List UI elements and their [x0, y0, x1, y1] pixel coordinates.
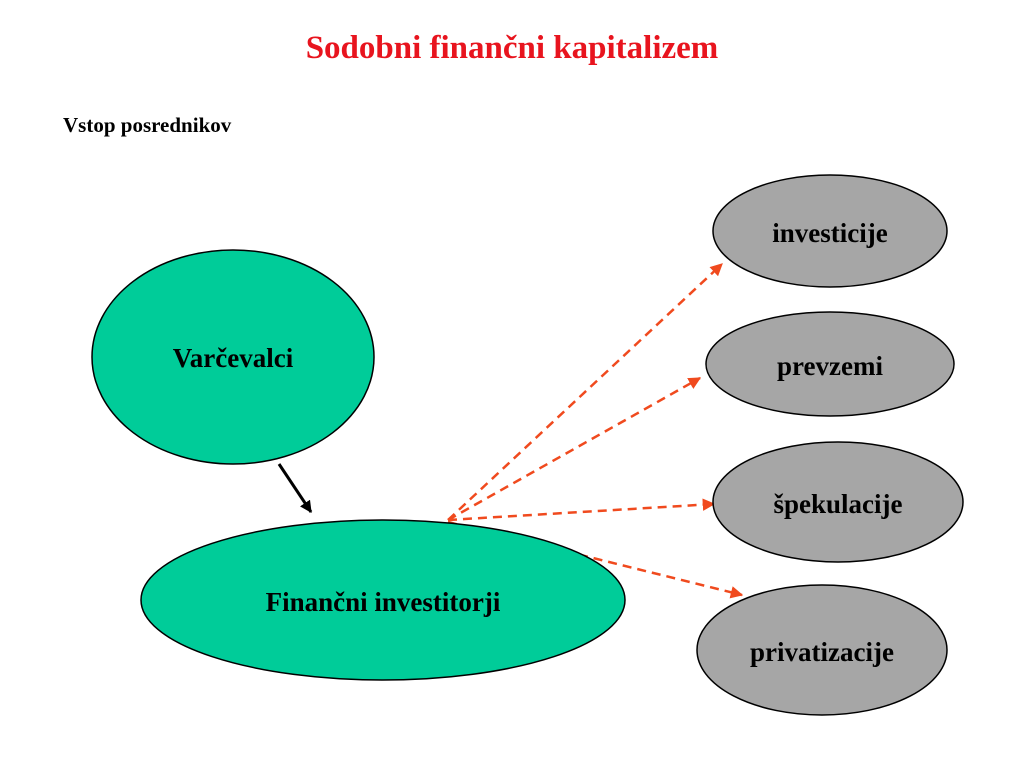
arrow-to-investments — [447, 263, 723, 521]
node-savers: Varčevalci — [91, 249, 375, 465]
arrow-to-takeovers — [447, 376, 702, 522]
arrow-savers-to-investors — [277, 463, 313, 513]
slide-title: Sodobni finančni kapitalizem — [305, 30, 719, 66]
node-investments-label: investicije — [772, 218, 887, 248]
node-speculation: špekulacije — [712, 441, 964, 563]
node-investors: Finančni investitorji — [140, 519, 626, 681]
node-speculation-label: špekulacije — [773, 489, 902, 519]
node-investors-label: Finančni investitorji — [266, 587, 501, 617]
slide-subtitle: Vstop posrednikov — [63, 113, 232, 137]
node-investments: investicije — [712, 174, 948, 288]
node-savers-label: Varčevalci — [173, 343, 294, 373]
node-privatization-label: privatizacije — [750, 637, 894, 667]
arrow-to-speculation — [447, 498, 716, 522]
node-takeovers-label: prevzemi — [777, 351, 883, 381]
node-takeovers: prevzemi — [705, 311, 955, 417]
node-privatization: privatizacije — [696, 584, 948, 716]
